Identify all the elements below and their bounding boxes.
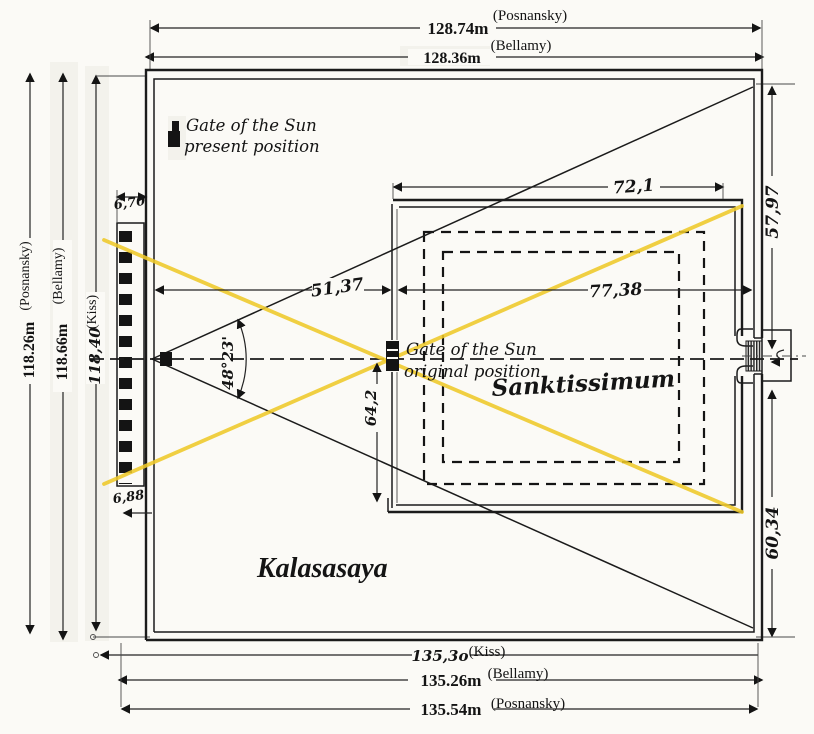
gate-present-marker xyxy=(172,121,179,131)
diagonal-sightline-south xyxy=(151,358,754,629)
entrance-arrow xyxy=(770,349,785,367)
label-top-bellamy-source: (Bellamy) xyxy=(491,38,552,54)
label-angle: 48°23' xyxy=(219,336,237,390)
observation-stone-marker xyxy=(160,352,172,366)
yellow-sightline-ascending xyxy=(102,204,744,486)
label-right-5797: 57,97 xyxy=(763,185,783,238)
standing-stones xyxy=(119,226,132,484)
label-left-posnansky-source: (Posnansky) xyxy=(18,241,33,311)
labels: 128.74m (Posnansky) 128.36m (Bellamy) 11… xyxy=(18,8,783,719)
label-top-posnansky-value: 128.74m xyxy=(428,19,489,38)
label-balcony-north: 6,70 xyxy=(113,194,146,213)
sanctum-inner-dashed-outer xyxy=(422,230,706,486)
label-sanctum-mid-width: 77,38 xyxy=(589,280,643,303)
label-right-6034: 60,34 xyxy=(763,506,783,559)
gate-original-marker xyxy=(386,341,399,371)
label-gate-original-1: Gate of the Sun xyxy=(406,340,537,359)
label-bottom-bellamy-source: (Bellamy) xyxy=(488,666,549,682)
sanctum-inner-dashed-inner xyxy=(441,250,681,464)
label-left-posnansky-value: 118.26m xyxy=(21,321,38,378)
balcony-wall xyxy=(115,190,152,518)
label-bottom-posnansky-source: (Posnansky) xyxy=(491,696,565,712)
label-bottom-kiss-source: (Kiss) xyxy=(469,644,506,660)
diagonal-sightline-north xyxy=(151,86,754,360)
label-bottom-kiss-value: 135,3o xyxy=(412,647,469,665)
label-gate-present-1: Gate of the Sun xyxy=(186,116,317,135)
dimension-lines-outer xyxy=(20,19,795,717)
gate-markers xyxy=(160,121,399,371)
label-left-bellamy-value: 118.66m xyxy=(54,323,71,380)
label-left-kiss-value: 118,40 xyxy=(86,327,104,385)
label-gate-original-2: original position xyxy=(404,362,541,381)
label-gate-to-south: 64,2 xyxy=(362,390,380,427)
label-kalasasaya: Kalasasaya xyxy=(256,553,388,584)
dimension-lines-interior xyxy=(154,176,753,503)
entrance-platform xyxy=(761,329,792,382)
east-entrance xyxy=(742,329,806,382)
label-bottom-posnansky-value: 135.54m xyxy=(421,700,482,719)
label-gate-present-2: present position xyxy=(184,137,320,156)
angle-arc xyxy=(236,318,247,400)
label-balcony-south: 6,88 xyxy=(112,488,145,507)
outer-wall xyxy=(144,68,764,642)
label-left-kiss-source: (Kiss) xyxy=(85,295,100,330)
label-top-posnansky-source: (Posnansky) xyxy=(493,8,567,24)
label-top-bellamy-value: 128.36m xyxy=(423,50,481,67)
label-bottom-bellamy-value: 135.26m xyxy=(421,671,482,690)
label-left-bellamy-source: (Bellamy) xyxy=(51,247,66,304)
label-sanctum-top-width: 72,1 xyxy=(612,176,655,199)
